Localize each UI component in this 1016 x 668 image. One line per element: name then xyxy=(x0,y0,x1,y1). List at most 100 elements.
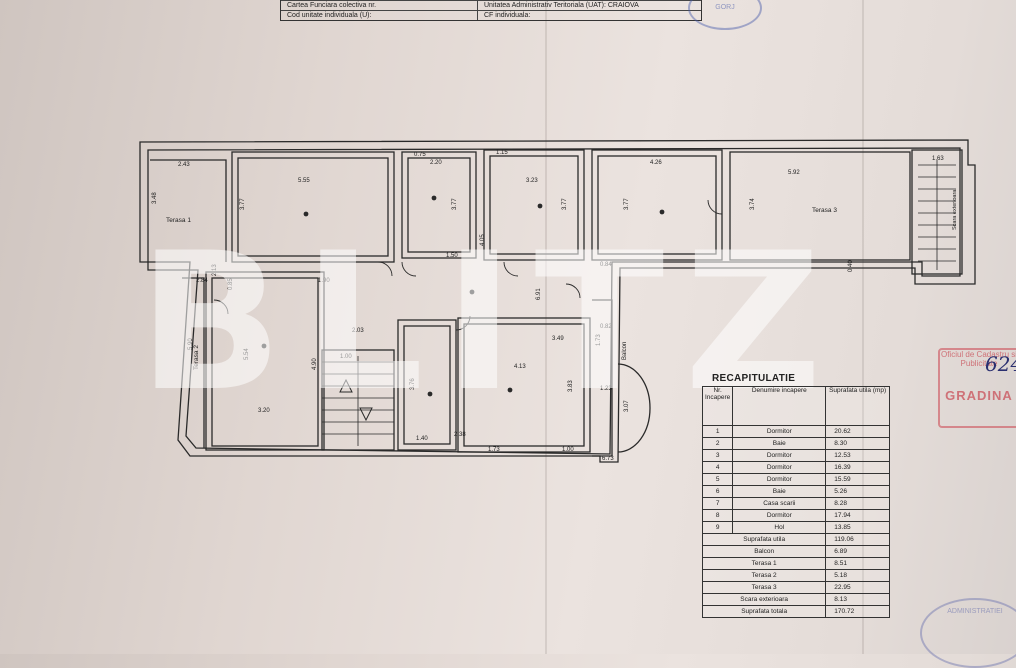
room-label-balcon: Balcon xyxy=(622,342,628,360)
recap-extra-area: 6.89 xyxy=(825,545,890,558)
room-marker xyxy=(507,387,513,393)
recap-nr: 1 xyxy=(701,425,734,438)
dim-label: 5.90 xyxy=(188,338,194,350)
plan-labels: 2.43 3.48 5.55 3.77 0.75 2.20 3.77 1.15 … xyxy=(152,150,958,462)
dim-label: 0.40 xyxy=(848,260,854,272)
dim-label: 1.73 xyxy=(488,447,500,453)
recap-name: Dormitor xyxy=(732,473,827,486)
recap-table: Nr. Incapere Denumire incapere Suprafata… xyxy=(701,386,890,618)
recap-extra-area: 5.18 xyxy=(825,569,890,582)
room-3-wall xyxy=(483,149,585,261)
dim-label: 3.74 xyxy=(750,198,756,210)
dim-label: 3.76 xyxy=(410,378,416,390)
dim-label: 3.23 xyxy=(526,178,538,184)
recap-area: 13.85 xyxy=(825,521,890,534)
dim-label: 6.73 xyxy=(602,456,614,462)
dim-label: 1.00 xyxy=(562,447,574,453)
room-2-inner xyxy=(407,157,471,253)
recap-subtotal-value: 119.06 xyxy=(825,533,890,546)
terasa-2-wall xyxy=(182,277,205,448)
paper-fold-right xyxy=(862,0,864,654)
door-arc xyxy=(707,199,723,215)
stamp-right: Oficiul de Cadastru si Publicitate GRADI… xyxy=(938,348,1016,428)
room-5-inner xyxy=(463,323,585,447)
dim-label: 1.23 xyxy=(600,386,612,392)
dim-label: 2.84 xyxy=(196,278,208,284)
dim-label: 4.05 xyxy=(480,234,486,246)
dim-label: 1.15 xyxy=(496,150,508,156)
door-arc xyxy=(401,261,417,277)
header-row-2: Cod unitate individuala (U): CF individu… xyxy=(281,10,701,20)
door-arc xyxy=(377,261,393,277)
room-label-scara: Scara exterioara xyxy=(952,189,958,230)
recap-area: 16.39 xyxy=(825,461,890,474)
plan-inner-outline xyxy=(147,147,961,455)
recap-area: 12.53 xyxy=(825,449,890,462)
recap-nr: 2 xyxy=(701,437,734,450)
balcony-wall xyxy=(592,299,613,457)
recap-total-label: Suprafata totala xyxy=(701,605,827,618)
stamp-bottom-text: ADMINISTRATIEI xyxy=(947,608,1003,615)
dim-label: 3.48 xyxy=(152,192,158,204)
room-5-wall xyxy=(457,317,591,453)
terasa-1-wall xyxy=(150,159,227,262)
ext-stair-wall xyxy=(911,149,963,275)
recap-nr: 5 xyxy=(701,473,734,486)
floor-plan: 2.43 3.48 5.55 3.77 0.75 2.20 3.77 1.15 … xyxy=(139,139,976,463)
dim-label: 5.54 xyxy=(244,348,250,360)
dim-label: 3.77 xyxy=(240,198,246,210)
dim-label: 3.77 xyxy=(452,198,458,210)
plan-outline xyxy=(139,139,976,463)
dim-label: 0.85 xyxy=(228,278,234,290)
room-label-terasa-3: Terasa 3 xyxy=(812,207,837,214)
ext-stair-steps xyxy=(918,160,956,270)
room-3-inner xyxy=(489,155,579,255)
recap-nr: 4 xyxy=(701,461,734,474)
recap-header-row: Nr. Incapere Denumire incapere Suprafata… xyxy=(701,386,890,426)
recap-total-value: 170.72 xyxy=(825,605,890,618)
recap-title: RECAPITULATIE xyxy=(712,373,796,384)
stairwell-steps xyxy=(322,356,394,446)
stairwell-wall xyxy=(321,349,395,451)
terasa-3-wall xyxy=(729,151,911,261)
door-arc xyxy=(213,299,229,315)
room-marker xyxy=(303,211,309,217)
dim-label: 0.82 xyxy=(600,324,612,330)
handwritten-number: 624 xyxy=(985,352,1016,376)
dim-label: 1.90 xyxy=(318,278,330,284)
recap-name: Baie xyxy=(732,437,827,450)
paper-fold-left xyxy=(545,0,547,654)
room-4-inner xyxy=(597,155,717,255)
recap-name: Dormitor xyxy=(732,425,827,438)
stair-arrow-down xyxy=(359,407,373,422)
recap-extra-name: Terasa 3 xyxy=(701,581,827,594)
recap-name: Dormitor xyxy=(732,461,827,474)
room-marker xyxy=(261,343,267,349)
recap-extra-area: 8.51 xyxy=(825,557,890,570)
dim-label: 3.77 xyxy=(562,198,568,210)
recap-subtotal-label: Suprafata utila xyxy=(701,533,827,546)
room-label-terasa-1: Terasa 1 xyxy=(166,217,191,224)
stair-arrow-up xyxy=(339,378,353,393)
recap-area: 5.26 xyxy=(825,485,890,498)
room-1-wall xyxy=(231,151,395,263)
dim-label: 4.26 xyxy=(650,160,662,166)
door-arc xyxy=(565,283,581,299)
dim-label: 1.00 xyxy=(340,354,352,360)
stamp-right-big: GRADINA xyxy=(945,388,1013,403)
header-cell: Unitatea Administrativ Teritoriala (UAT)… xyxy=(484,2,639,9)
dim-label: 0.84 xyxy=(600,262,612,268)
dim-label: 3.77 xyxy=(624,198,630,210)
recap-area: 20.62 xyxy=(825,425,890,438)
recap-name: Casa scarii xyxy=(732,497,827,510)
